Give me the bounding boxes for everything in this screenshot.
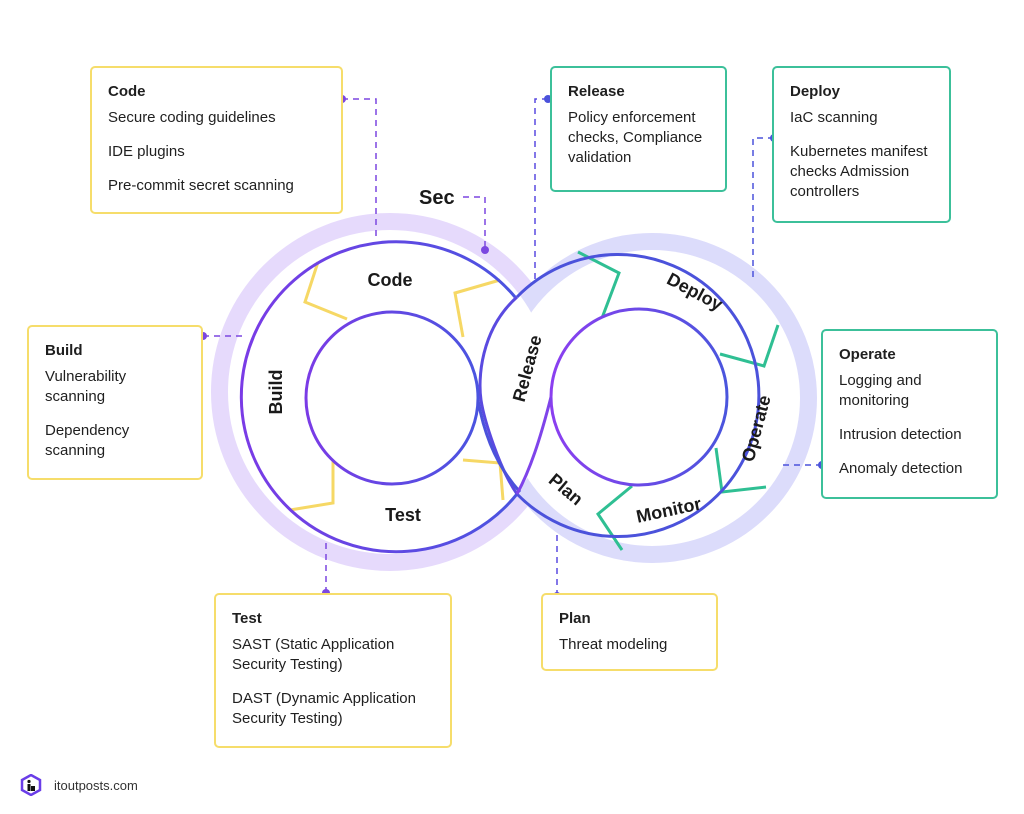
box-item: Pre-commit secret scanning <box>108 177 294 194</box>
box-title: Build <box>45 342 83 359</box>
inner-tail-right <box>515 396 553 495</box>
box-title: Plan <box>559 610 591 627</box>
phase-label-build: Build <box>266 370 286 415</box>
connectors <box>203 98 822 596</box>
box-item: Kubernetes manifest checks Admission con… <box>790 143 928 200</box>
box-title: Deploy <box>790 83 841 100</box>
left-inner-circle <box>304 310 480 486</box>
box-item: IDE plugins <box>108 143 185 160</box>
box-item: SAST (Static Application Security Testin… <box>232 636 395 673</box>
connector-sec <box>463 196 486 250</box>
box-item: Logging and monitoring <box>839 372 922 409</box>
info-box-deploy: Deploy IaC scanning Kubernetes manifest … <box>772 66 951 223</box>
left-loop-outer <box>239 240 519 554</box>
box-item: Anomaly detection <box>839 460 963 477</box>
itoutposts-logo-icon <box>20 774 42 796</box>
box-title: Test <box>232 610 262 627</box>
box-item: Policy enforcement checks, Compliance va… <box>568 109 703 166</box>
inner-tail-left <box>476 399 522 494</box>
info-box-release: Release Policy enforcement checks, Compl… <box>550 66 727 192</box>
box-item: Threat modeling <box>559 636 668 653</box>
sec-label: Sec <box>419 187 455 209</box>
connector-deploy <box>752 137 774 280</box>
phase-label-code: Code <box>368 270 413 290</box>
info-box-code: Code Secure coding guidelines IDE plugin… <box>90 66 343 214</box>
right-inner-circle <box>549 307 729 487</box>
connector-code <box>342 98 377 238</box>
box-title: Code <box>108 83 146 100</box>
info-box-operate: Operate Logging and monitoring Intrusion… <box>821 329 998 499</box>
info-box-build: Build Vulnerability scanning Dependency … <box>27 325 203 480</box>
phase-label-test: Test <box>385 505 421 525</box>
box-item: IaC scanning <box>790 109 878 126</box>
info-box-plan: Plan Threat modeling <box>541 593 718 671</box>
info-box-test: Test SAST (Static Application Security T… <box>214 593 452 748</box>
box-item: Secure coding guidelines <box>108 109 276 126</box>
box-item: Intrusion detection <box>839 426 962 443</box>
box-item: Dependency scanning <box>45 422 130 459</box>
box-item: DAST (Dynamic Application Security Testi… <box>232 690 416 727</box>
box-item: Vulnerability scanning <box>45 368 127 405</box>
right-loop-outer <box>515 253 761 538</box>
box-title: Release <box>568 83 625 100</box>
box-title: Operate <box>839 346 896 363</box>
footer-brand-text: itoutposts.com <box>54 777 138 793</box>
connector-release <box>534 98 548 282</box>
footer-brand: itoutposts.com <box>20 774 138 796</box>
